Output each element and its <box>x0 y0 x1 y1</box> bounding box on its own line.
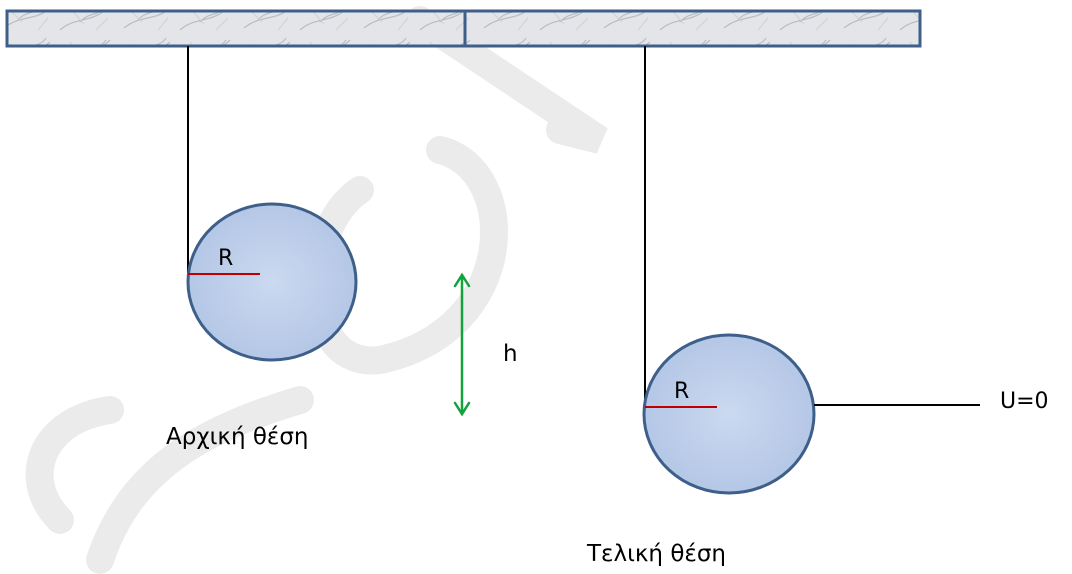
height-label: h <box>503 341 518 367</box>
ball-final <box>642 333 816 495</box>
ceiling-bar-left <box>5 9 467 48</box>
ceiling-bar-right <box>463 9 922 48</box>
radius-label-final: R <box>674 379 690 404</box>
initial-position-caption: Αρχική θέση <box>166 424 309 450</box>
final-position-caption: Τελική θέση <box>587 541 726 567</box>
reference-level-label: U=0 <box>1000 389 1049 414</box>
height-arrow <box>453 272 471 417</box>
ball-initial <box>186 202 358 362</box>
radius-label-initial: R <box>218 246 234 271</box>
